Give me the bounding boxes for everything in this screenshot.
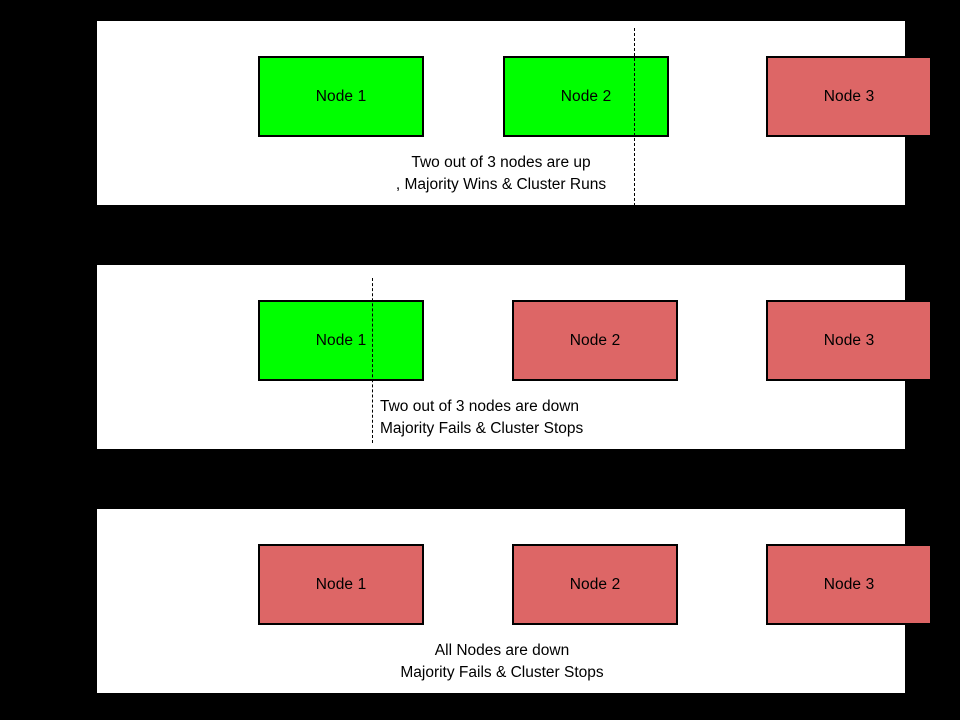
node-label: Node 3 xyxy=(823,331,875,349)
node-label: Node 3 xyxy=(823,575,875,593)
scenario-panel-3: Node 1 Node 2 Node 3 All Nodes are down … xyxy=(97,509,932,693)
panel-1-caption: Two out of 3 nodes are up , Majority Win… xyxy=(368,152,634,196)
panel-2-partition-divider xyxy=(372,278,373,443)
node-label: Node 1 xyxy=(315,331,367,349)
panel-1-node-2-box[interactable]: Node 2 xyxy=(503,56,669,137)
panel-3-node-1-box[interactable]: Node 1 xyxy=(258,544,424,625)
panel-2-caption-line-1: Two out of 3 nodes are down xyxy=(380,398,580,415)
node-label: Node 2 xyxy=(569,575,621,593)
panel-1-caption-line-2: , Majority Wins & Cluster Runs xyxy=(395,176,607,193)
node-label: Node 1 xyxy=(315,575,367,593)
panel-2-caption-line-2: Majority Fails & Cluster Stops xyxy=(380,420,584,437)
panel-2-node-1-box[interactable]: Node 1 xyxy=(258,300,424,381)
scenario-panel-1: Node 1 Node 2 Node 3 Two out of 3 nodes … xyxy=(97,21,932,216)
panel-3-node-3-box[interactable]: Node 3 xyxy=(766,544,932,625)
panel-1-caption-line-1: Two out of 3 nodes are up xyxy=(411,154,591,171)
panel-3-caption: All Nodes are down Majority Fails & Clus… xyxy=(377,640,627,684)
node-label: Node 2 xyxy=(560,87,612,105)
panel-3-caption-line-2: Majority Fails & Cluster Stops xyxy=(400,664,604,681)
scenario-panel-2: Node 1 Node 2 Node 3 Two out of 3 nodes … xyxy=(97,265,932,449)
panel-3-node-2-box[interactable]: Node 2 xyxy=(512,544,678,625)
node-label: Node 1 xyxy=(315,87,367,105)
panel-2-caption: Two out of 3 nodes are down Majority Fai… xyxy=(380,396,680,440)
node-label: Node 3 xyxy=(823,87,875,105)
panel-1-partition-divider xyxy=(634,28,635,216)
panel-2-node-3-box[interactable]: Node 3 xyxy=(766,300,932,381)
node-label: Node 2 xyxy=(569,331,621,349)
panel-1-node-3-box[interactable]: Node 3 xyxy=(766,56,932,137)
panel-2-node-2-box[interactable]: Node 2 xyxy=(512,300,678,381)
panel-1-node-1-box[interactable]: Node 1 xyxy=(258,56,424,137)
panel-3-caption-line-1: All Nodes are down xyxy=(434,642,570,659)
